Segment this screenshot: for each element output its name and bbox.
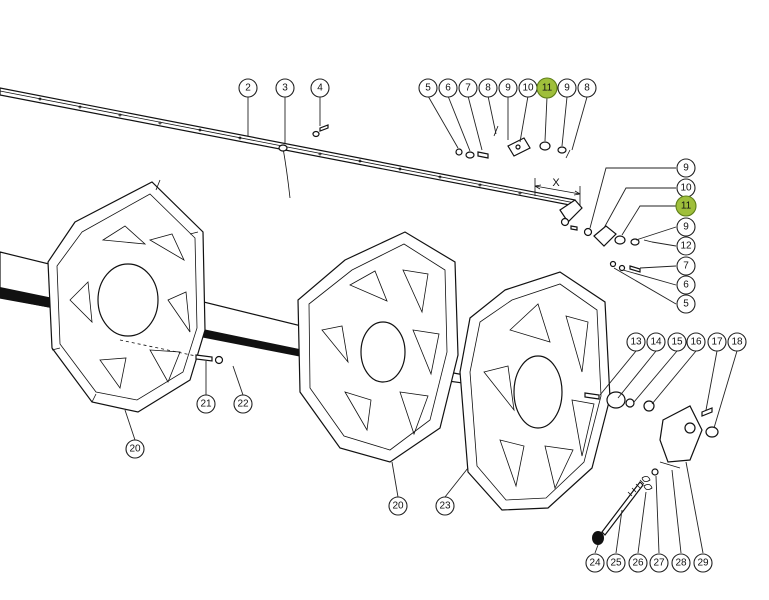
- callout-10-right-label: 10: [680, 183, 692, 194]
- reel-spider-left: [47, 179, 206, 413]
- callout-7-top: 7: [458, 78, 478, 98]
- callout-10-top: 10: [518, 78, 538, 98]
- callout-12-label: 12: [680, 241, 692, 252]
- callout-28: 28: [671, 553, 691, 573]
- callout-12: 12: [676, 236, 696, 256]
- callout-27: 27: [649, 553, 669, 573]
- reel-spider-right: [459, 271, 611, 511]
- callout-8-top: 8: [478, 78, 498, 98]
- callout-9-right-2: 9: [676, 217, 696, 237]
- callout-16-label: 16: [690, 337, 702, 348]
- tine-bar: [0, 87, 576, 207]
- callout-8-top-2-label: 8: [584, 83, 590, 94]
- callout-4-label: 4: [317, 83, 323, 94]
- callout-10-right: 10: [676, 178, 696, 198]
- callout-11-top-label: 11: [542, 83, 553, 94]
- callout-6-top-label: 6: [445, 83, 451, 94]
- callout-5-top: 5: [418, 78, 438, 98]
- callout-25-label: 25: [610, 558, 622, 569]
- callout-7-right-label: 7: [683, 261, 689, 272]
- callout-8-top-2: 8: [577, 78, 597, 98]
- callout-3: 3: [275, 78, 295, 98]
- callout-6-top: 6: [438, 78, 458, 98]
- callout-29: 29: [693, 553, 713, 573]
- callout-21: 21: [196, 394, 216, 414]
- callout-24-label: 24: [589, 558, 601, 569]
- callout-6-right-label: 6: [683, 280, 689, 291]
- bar-end-bracket: [559, 199, 583, 231]
- callout-2-label: 2: [245, 83, 251, 94]
- callout-7-right: 7: [676, 256, 696, 276]
- callout-3-label: 3: [282, 83, 288, 94]
- callout-20-middle: 20: [388, 496, 408, 516]
- callout-28-label: 28: [675, 558, 687, 569]
- callout-26: 26: [628, 553, 648, 573]
- callout-9-top-2-label: 9: [564, 83, 570, 94]
- callout-7-top-label: 7: [465, 83, 471, 94]
- callout-11-right: 11: [675, 195, 697, 217]
- callout-15: 15: [667, 332, 687, 352]
- callout-17-label: 17: [711, 337, 723, 348]
- callout-25: 25: [606, 553, 626, 573]
- callout-17: 17: [707, 332, 727, 352]
- callout-4: 4: [310, 78, 330, 98]
- dimension-x: X: [534, 177, 581, 206]
- callout-9-right: 9: [676, 158, 696, 178]
- callout-8-top-label: 8: [485, 83, 491, 94]
- callout-20-middle-label: 20: [392, 501, 404, 512]
- callout-20-left: 20: [125, 439, 145, 459]
- callout-26-label: 26: [632, 558, 644, 569]
- callout-18-label: 18: [731, 337, 743, 348]
- callout-13: 13: [626, 332, 646, 352]
- dimension-label: X: [552, 177, 560, 189]
- reel-spider-middle: [297, 231, 459, 463]
- callout-9-right-2-label: 9: [683, 222, 689, 233]
- callout-22: 22: [233, 394, 253, 414]
- callout-2: 2: [238, 78, 258, 98]
- callout-10-top-label: 10: [522, 83, 534, 94]
- callout-5-top-label: 5: [425, 83, 431, 94]
- hardware-top-group: [312, 124, 571, 159]
- callout-27-label: 27: [653, 558, 665, 569]
- callout-11-top: 11: [536, 77, 558, 99]
- callout-13-label: 13: [630, 337, 642, 348]
- leader-lines: [124, 95, 738, 554]
- bottom-hardware: [592, 461, 681, 545]
- callout-16: 16: [686, 332, 706, 352]
- hardware-right-group: [583, 225, 653, 273]
- callout-23-label: 23: [439, 501, 451, 512]
- callout-29-label: 29: [697, 558, 709, 569]
- callout-6-right: 6: [676, 275, 696, 295]
- callout-20-left-label: 20: [129, 444, 141, 455]
- callout-23: 23: [435, 496, 455, 516]
- callout-22-label: 22: [237, 399, 249, 410]
- callout-21-label: 21: [200, 399, 212, 410]
- callout-9-top-label: 9: [505, 83, 511, 94]
- callout-5-right-label: 5: [683, 299, 689, 310]
- callout-24: 24: [585, 553, 605, 573]
- callout-11-right-label: 11: [681, 201, 692, 212]
- hub-hardware: [584, 391, 719, 463]
- callout-9-right-label: 9: [683, 163, 689, 174]
- callout-15-label: 15: [671, 337, 683, 348]
- callout-5-right: 5: [676, 294, 696, 314]
- callout-18: 18: [727, 332, 747, 352]
- pin-21: [119, 339, 224, 365]
- callout-9-top-2: 9: [557, 78, 577, 98]
- callout-14-label: 14: [650, 337, 662, 348]
- callout-9-top: 9: [498, 78, 518, 98]
- callout-14: 14: [646, 332, 666, 352]
